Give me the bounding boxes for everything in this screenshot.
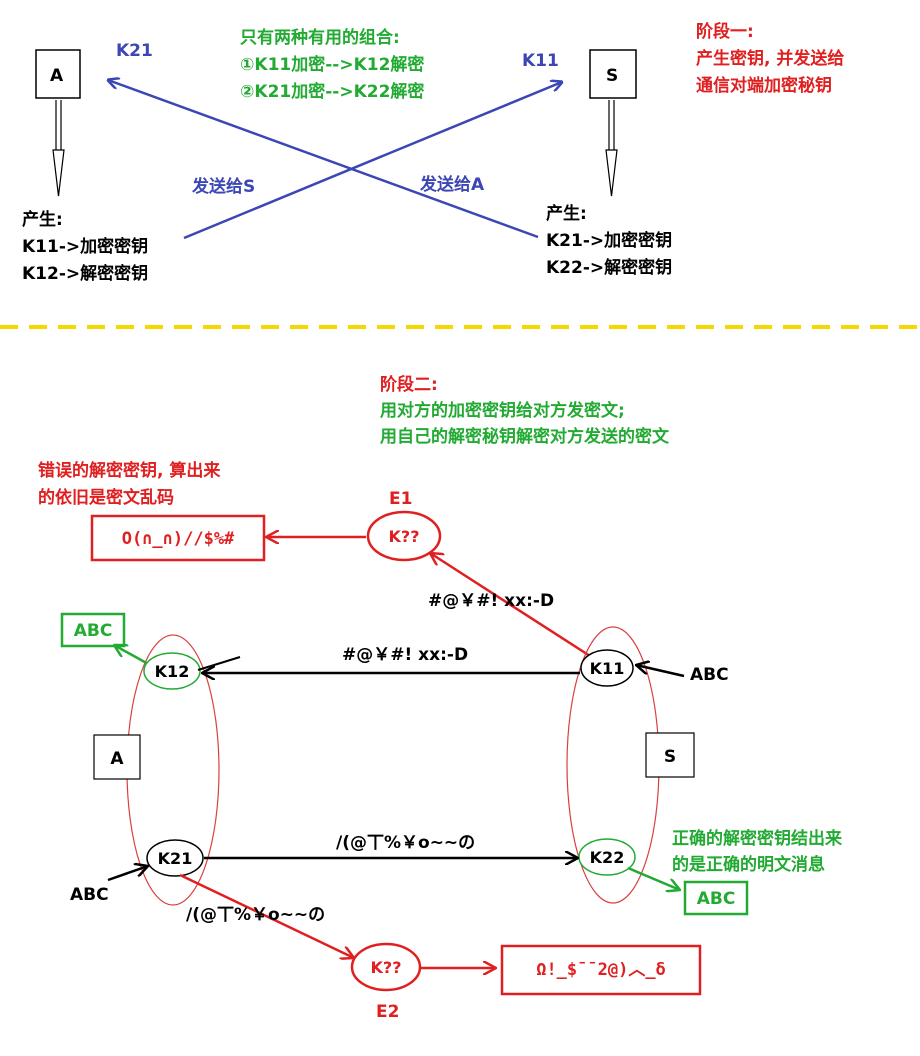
stage2-line1: 用对方的加密密钥给对方发密文; [380, 400, 625, 421]
e1-key: K?? [389, 527, 420, 546]
abc-bottom-right-box [683, 880, 749, 916]
e1-label: E1 [389, 489, 412, 509]
correct-note-1: 正确的解密密钥结出来 [672, 828, 843, 849]
k21-node [146, 839, 204, 877]
stage1-box-s-label: S [606, 66, 618, 86]
abc-to-k11-arrow [636, 665, 685, 678]
e1-node [366, 510, 442, 562]
k21-to-e2-arrow [179, 873, 354, 958]
stage1-box-s [589, 49, 637, 99]
abc-to-k21-arrow [107, 866, 148, 882]
k22-to-abc-arrow [627, 866, 680, 890]
arrow-k11-to-s [183, 82, 562, 240]
s-gen-1: K21->加密密钥 [546, 230, 672, 251]
label-k21-top: K21 [116, 41, 153, 61]
stage2-title: 阶段二: [380, 374, 438, 395]
k22-label: K22 [590, 848, 625, 867]
abc-in-right: ABC [690, 665, 729, 685]
stage2-box-a [93, 734, 141, 780]
combo-1: ①K11加密-->K12解密 [240, 54, 424, 75]
s-gen-title: 产生: [546, 203, 587, 224]
cipher-bottom: /(@丅%￥o~~の [336, 833, 475, 853]
stage2-line2: 用自己的解密秘钥解密对方发送的密文 [380, 426, 670, 447]
stage1-title: 阶段一: [696, 21, 754, 42]
a-gen-1: K11->加密密钥 [22, 236, 148, 257]
label-send-to-s: 发送给S [191, 176, 255, 197]
s-down-arrow [605, 100, 618, 197]
stage2-box-s-label: S [664, 747, 676, 767]
stage2-box-s [645, 732, 695, 778]
combo-title: 只有两种有用的组合: [240, 27, 400, 48]
k11-label: K11 [590, 659, 625, 678]
k12-node [143, 652, 201, 690]
abc-bottom-right: ABC [697, 889, 736, 909]
k12-to-abc-arrow [114, 645, 151, 667]
a-gen-2: K12->解密密钥 [22, 263, 148, 284]
k21-label: K21 [158, 849, 193, 868]
label-k11-top: K11 [522, 51, 559, 71]
stage1-box-a-label: A [50, 66, 64, 86]
stage1-line1: 产生密钥, 并发送给 [696, 48, 844, 69]
cipher-bottom-diag: /(@丅%￥o~~の [186, 905, 325, 925]
arrow-k21-to-a [108, 80, 539, 239]
e2-garbled: Ω!_$¯¯2@)︿_δ [536, 960, 666, 980]
k22-node [578, 838, 636, 876]
e1-garbled: O(∩_∩)//$%# [122, 529, 235, 549]
s-gen-2: K22->解密密钥 [546, 257, 672, 278]
a-down-arrow [52, 100, 65, 197]
stage2-box-a-label: A [110, 749, 124, 769]
stage1-line2: 通信对端加密秘钥 [696, 75, 832, 96]
stage1-box-a [35, 49, 81, 99]
e2-label: E2 [376, 1002, 399, 1022]
wrong-note-2: 的依旧是密文乱码 [38, 487, 174, 508]
wrong-note-1: 错误的解密密钥, 算出来 [38, 460, 221, 481]
k12-label: K12 [155, 662, 190, 681]
label-send-to-a: 发送给A [419, 174, 485, 195]
combo-2: ②K21加密-->K22解密 [240, 81, 424, 102]
k12-incoming-tick [197, 656, 241, 671]
cipher-top-diag: #@￥#! xx:-D [428, 591, 554, 611]
e2-garbled-box [500, 944, 702, 996]
e2-key: K?? [371, 958, 402, 977]
correct-note-2: 的是正确的明文消息 [672, 854, 825, 875]
k11-node [580, 649, 634, 687]
abc-top-left: ABC [74, 621, 113, 641]
e1-garbled-box [90, 514, 266, 562]
a-gen-title: 产生: [22, 209, 63, 230]
cipher-top: #@￥#! xx:-D [342, 645, 468, 665]
abc-in-left: ABC [70, 885, 109, 905]
k11-to-e1-arrow [430, 553, 591, 658]
abc-top-left-box [60, 612, 126, 648]
